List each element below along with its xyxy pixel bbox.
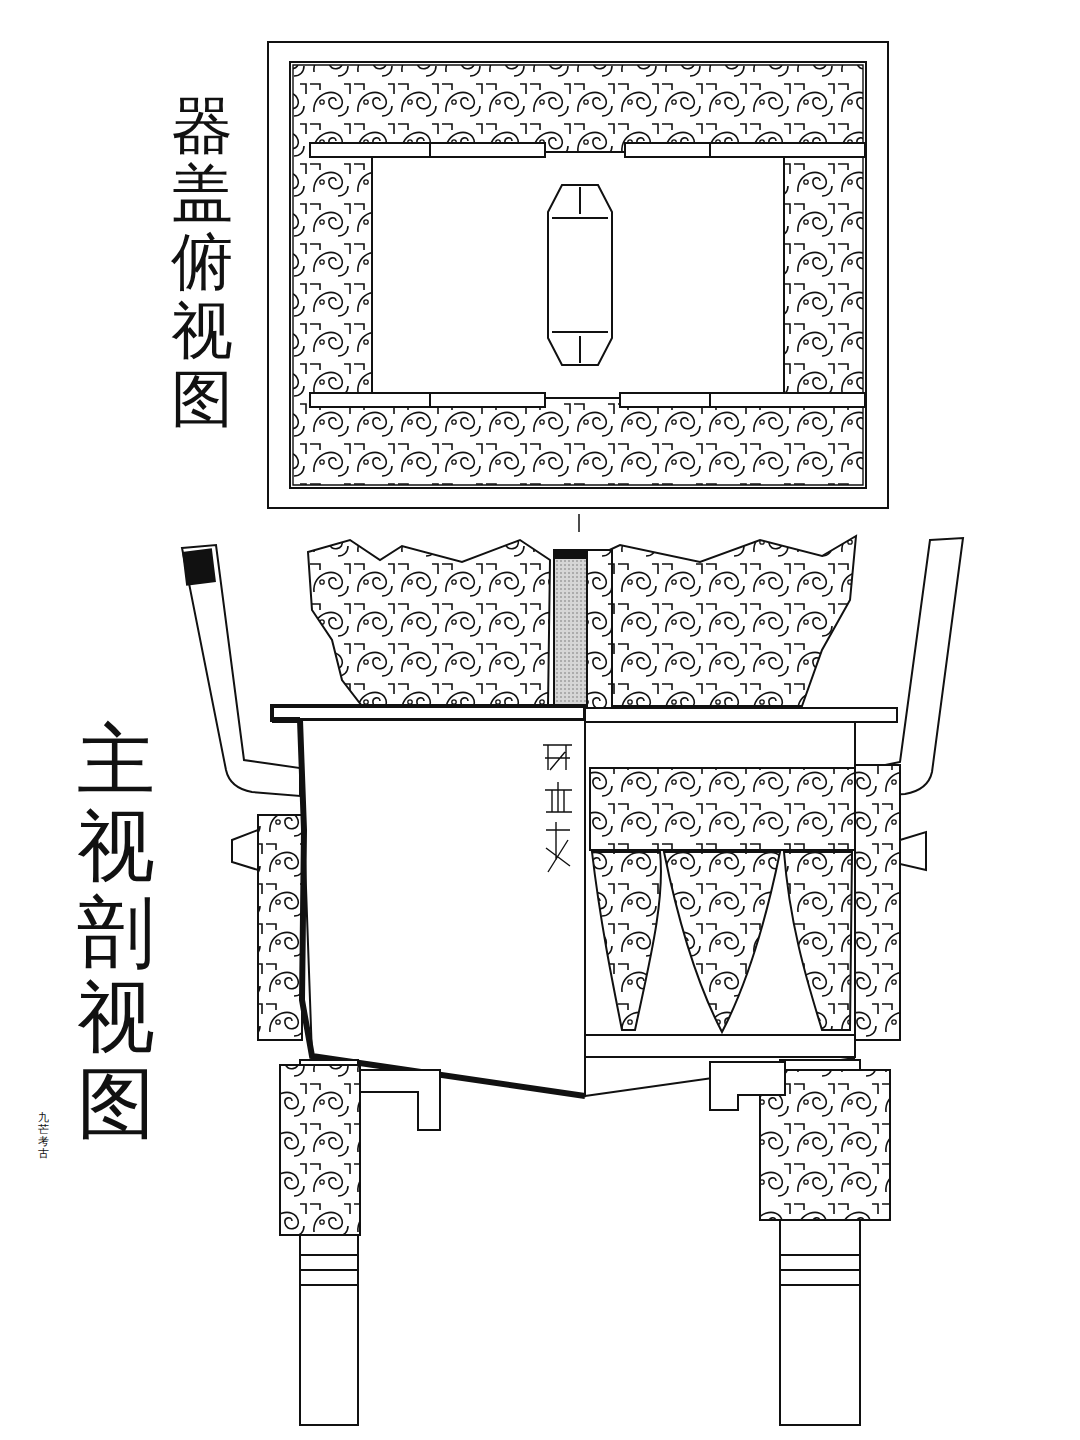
inscription-glyphs	[543, 745, 572, 872]
watermark: 九芒考古	[38, 1112, 49, 1160]
view-title: 主视剖视图	[77, 718, 155, 1147]
lid-top-view	[268, 42, 888, 532]
vessel-front-section	[182, 536, 963, 1425]
view-title: 器盖俯视图	[171, 92, 233, 433]
